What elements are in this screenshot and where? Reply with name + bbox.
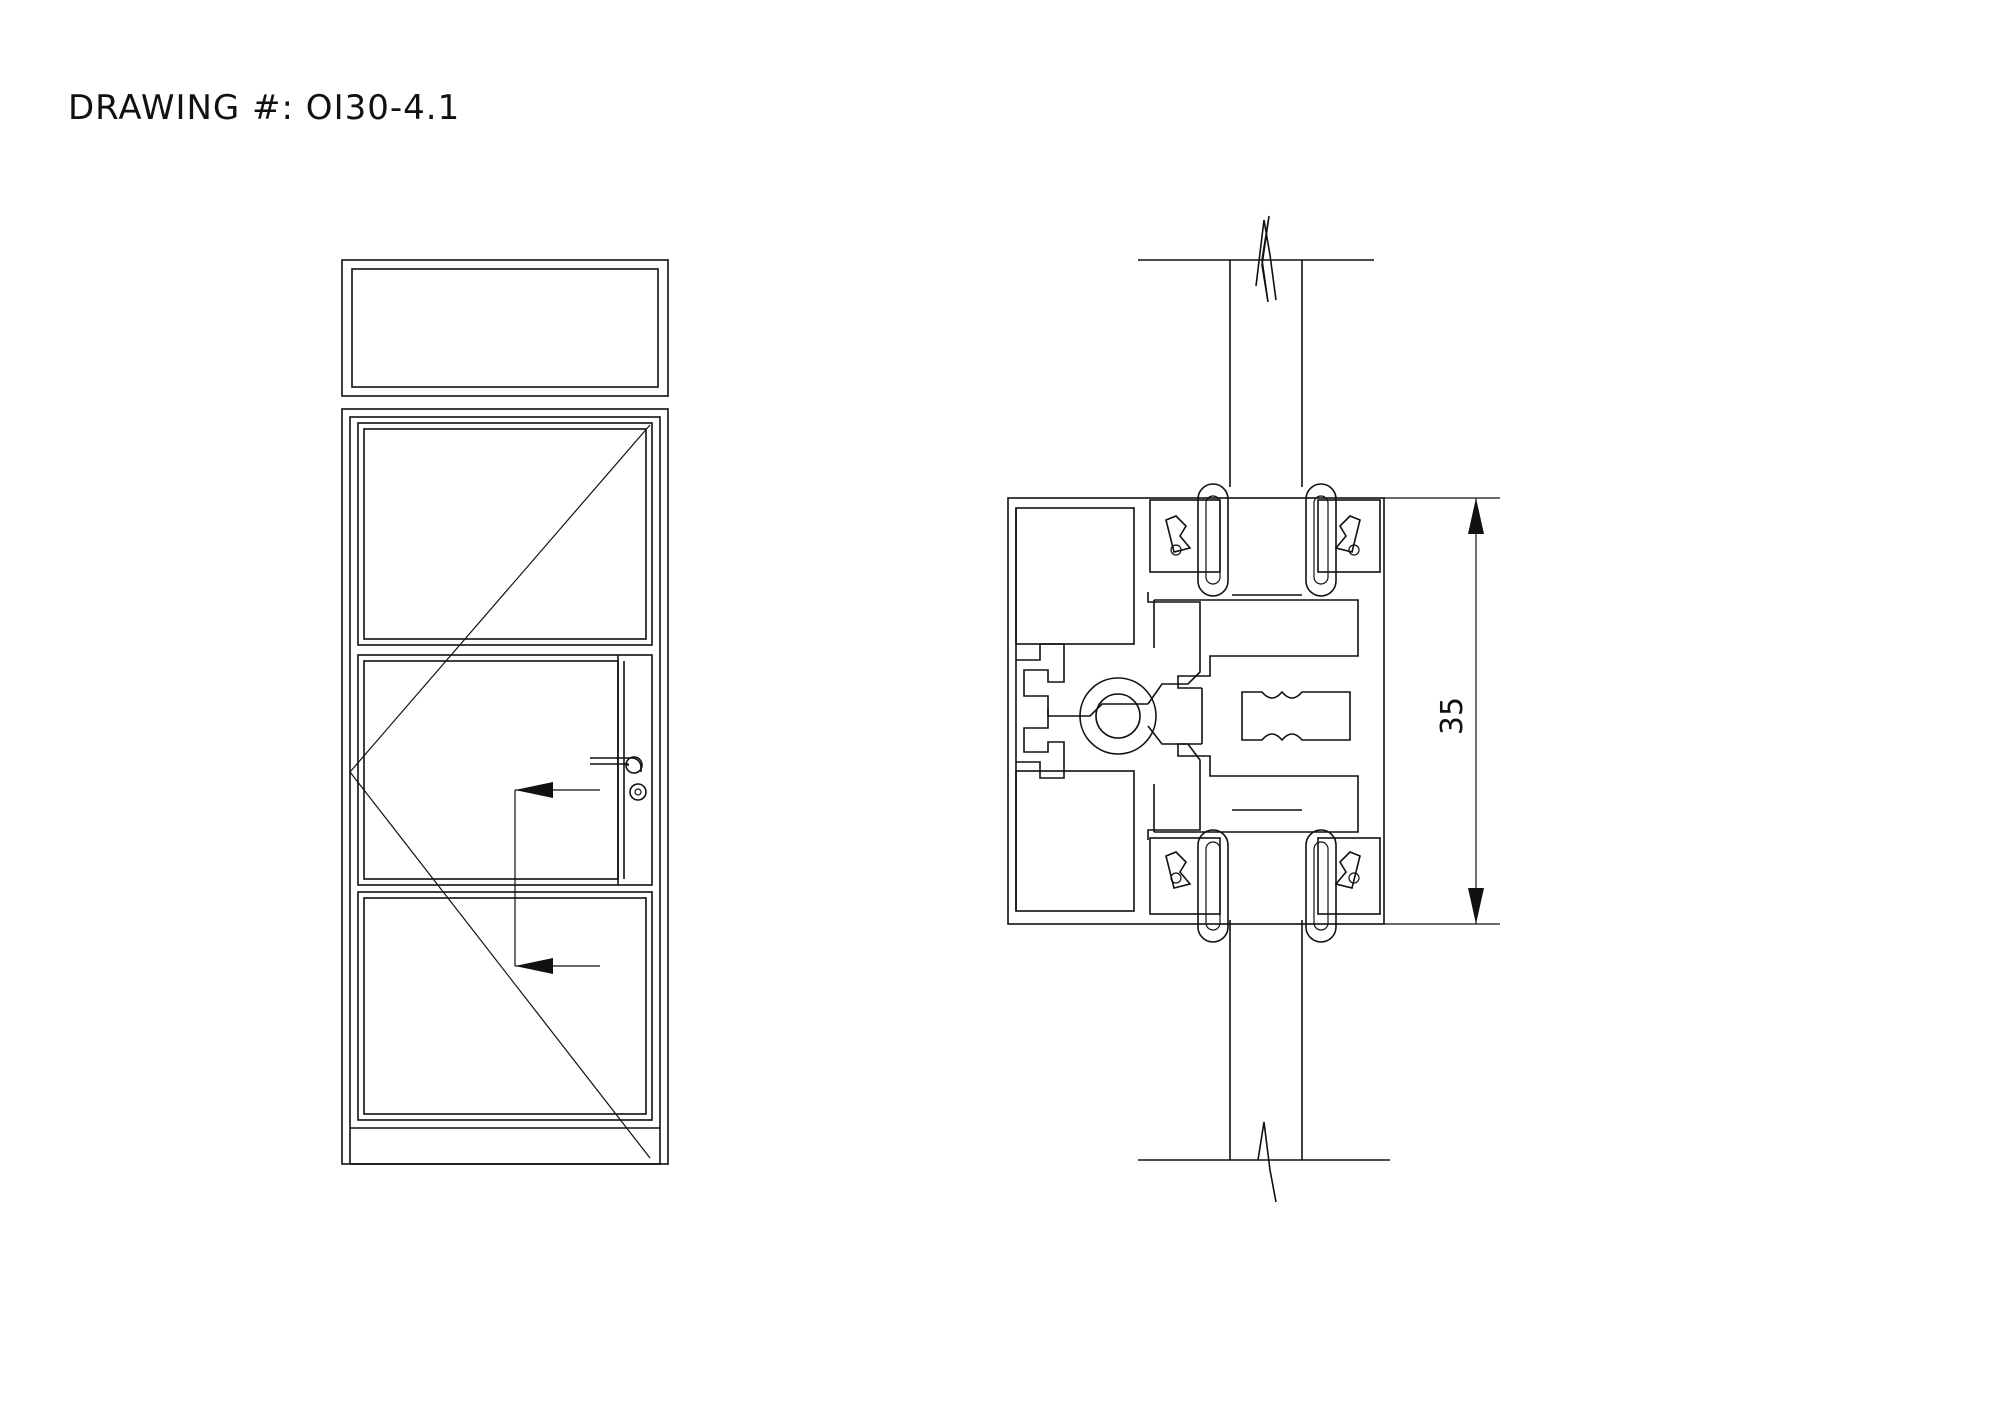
section-detail: 35 [1007,215,1500,1203]
thermal-break [1241,690,1351,742]
transom-frame [341,259,669,397]
frame-profile [1007,497,1385,925]
gasket-top-left [1149,483,1229,597]
door-swing-line [349,424,651,1159]
door-lock [629,783,647,801]
door-frame [341,408,669,1165]
gasket-bottom-right [1305,829,1381,943]
dimension-35: 35 [1384,497,1500,925]
gasket-top-right [1305,483,1381,597]
operation-arrows [514,782,600,974]
door-elevation [341,259,669,1165]
door-glass-panels [357,422,653,1121]
dimension-label: 35 [1435,697,1470,735]
glass-pane-top [1138,215,1374,596]
drawing-title: DRAWING #: OI30-4.1 [68,88,461,128]
door-handle [590,756,643,774]
glass-pane-bottom [1138,809,1390,1203]
gasket-bottom-left [1149,829,1229,943]
